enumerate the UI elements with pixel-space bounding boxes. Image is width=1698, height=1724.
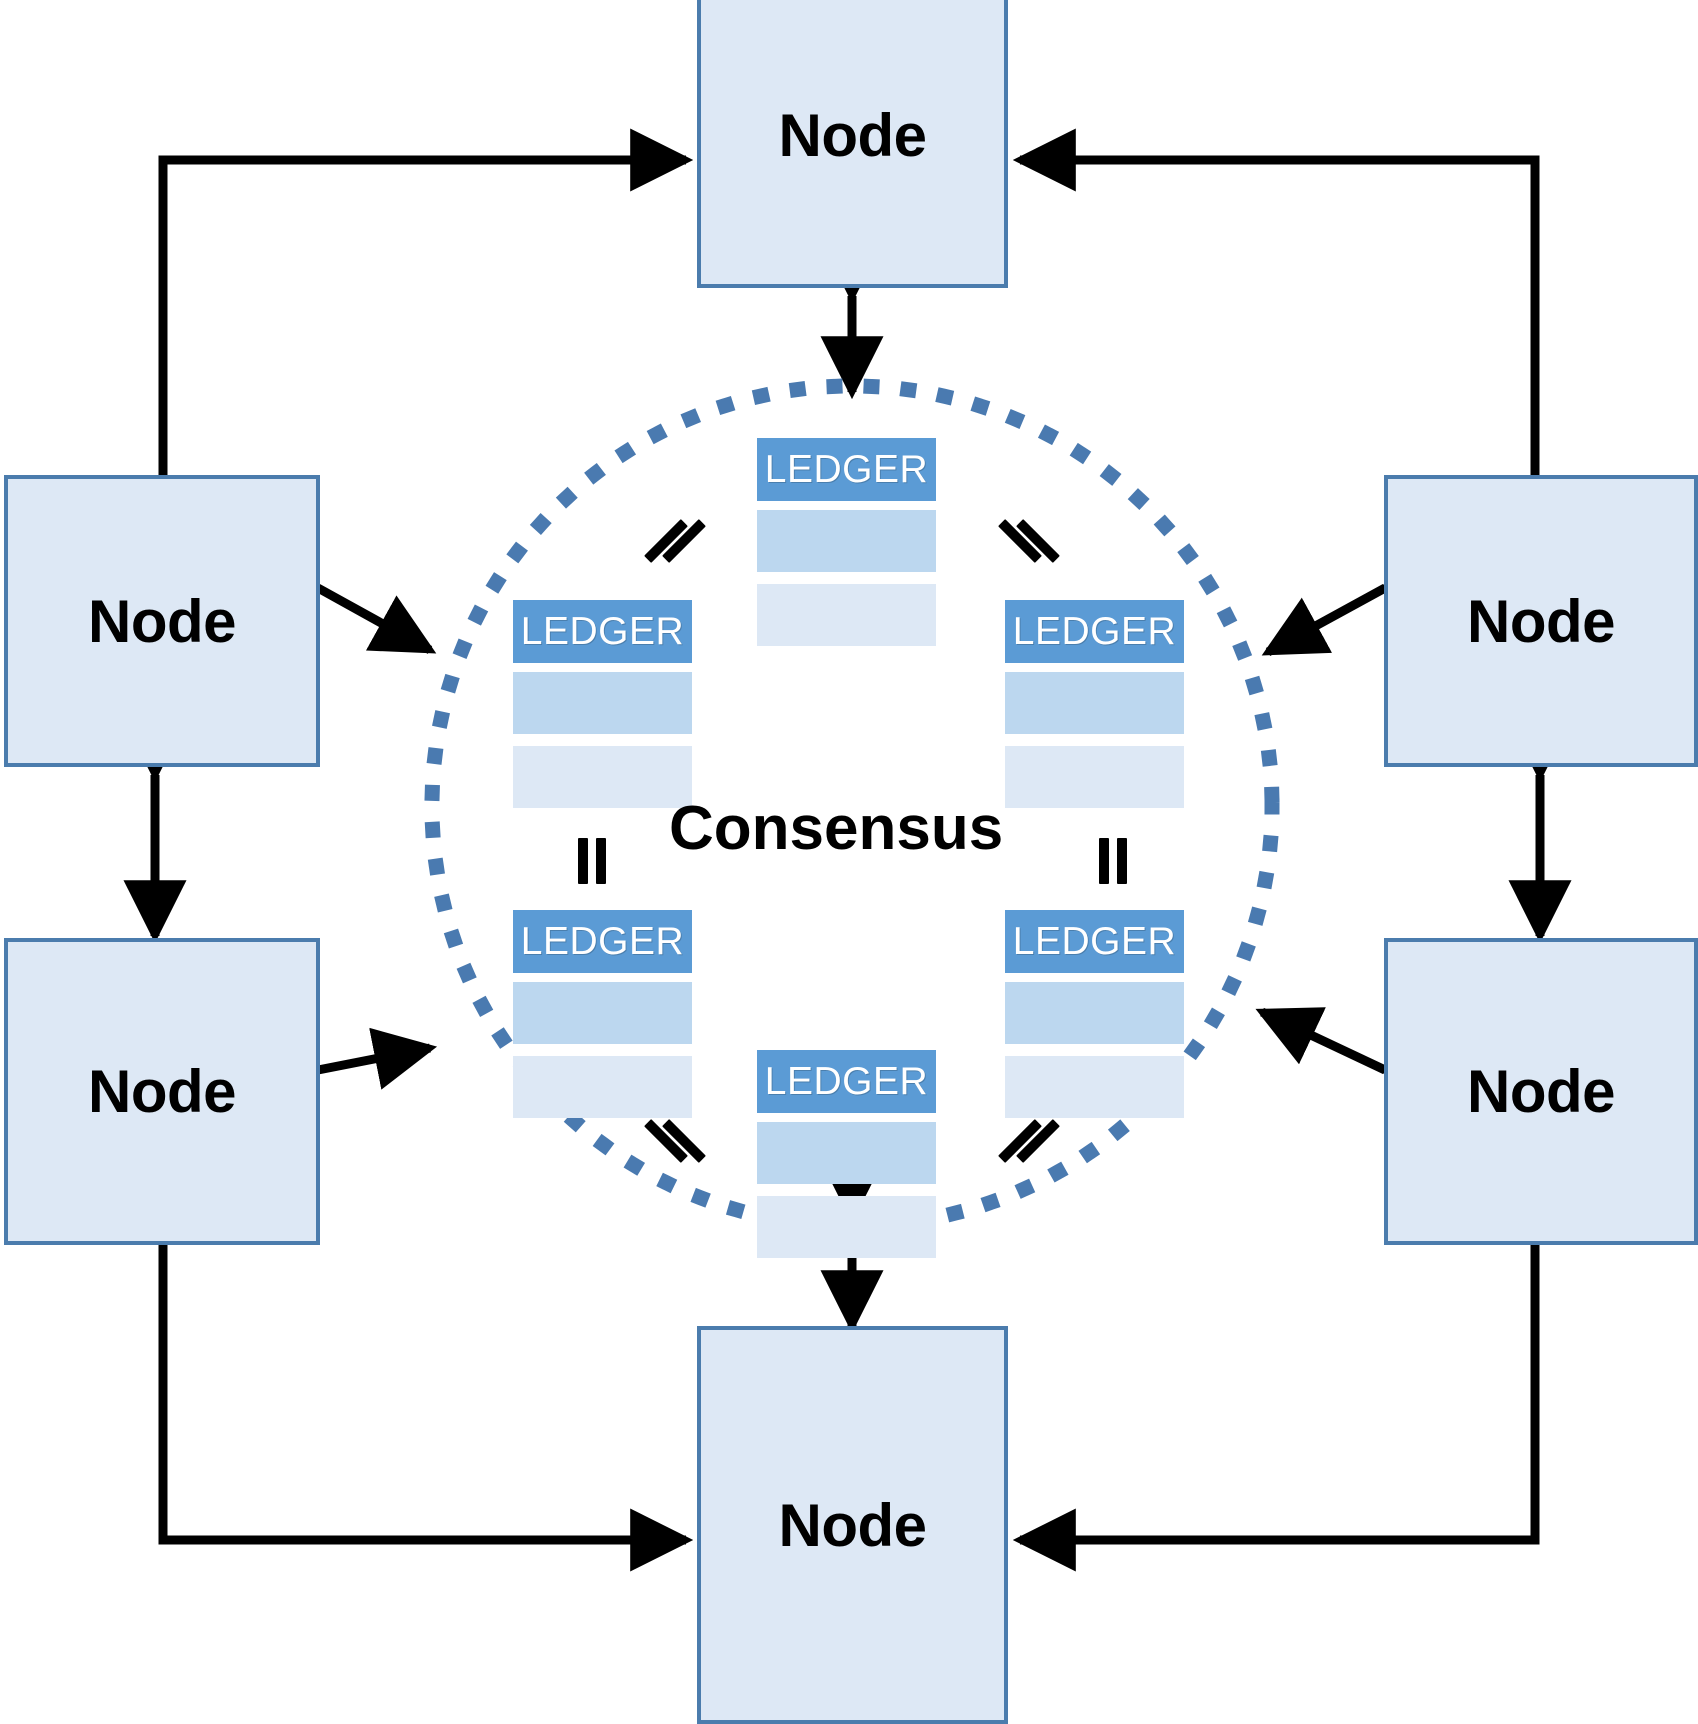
ledger-right-lower-row-2 [1005,1056,1184,1118]
ledger-top[interactable]: LEDGER [757,438,936,646]
conn-left-upper-to-center [253,533,437,654]
conn-left-lower-to-bottom [131,1188,694,1572]
ledger-left-lower-header: LEDGER [513,910,692,973]
ledger-right-upper-header: LEDGER [1005,600,1184,663]
node-top-label: Node [778,101,928,169]
node-bottom-label: Node [778,1491,928,1559]
ledger-right-upper[interactable]: LEDGER [1005,600,1184,808]
ledger-bottom-row-2 [757,1196,936,1258]
ledger-top-row-2 [757,584,936,646]
ledger-left-lower[interactable]: LEDGER [513,910,692,1118]
ledger-left-lower-row-2 [513,1056,692,1118]
ledger-right-upper-row-1 [1005,672,1184,734]
equals-top-left-icon [644,518,706,564]
node-right-lower-label: Node [1467,1058,1616,1125]
ledger-left-upper-row-2 [513,746,692,808]
equals-bottom-left-icon [644,1118,706,1164]
equals-bottom-right-icon [998,1118,1060,1164]
ledger-left-upper-row-1 [513,672,692,734]
node-left-upper-label: Node [88,587,237,655]
node-left-upper[interactable]: Node [4,475,320,767]
equals-mid-right-icon [1092,838,1138,884]
ledger-bottom-header: LEDGER [757,1050,936,1113]
node-bottom[interactable]: Node [697,1326,1008,1724]
node-right-lower[interactable]: Node [1384,938,1698,1245]
node-right-upper-label: Node [1467,587,1616,655]
node-left-lower[interactable]: Node [4,938,320,1245]
ledger-left-upper[interactable]: LEDGER [513,600,692,808]
equals-top-right-icon [998,518,1060,564]
node-right-upper[interactable]: Node [1384,475,1698,767]
ledger-right-lower-row-1 [1005,982,1184,1044]
ledger-left-upper-header: LEDGER [513,600,692,663]
ledger-top-row-1 [757,510,936,572]
node-top[interactable]: Node [697,0,1008,288]
conn-right-lower-to-bottom [1012,1188,1567,1572]
ledger-top-header: LEDGER [757,438,936,501]
equals-mid-left-icon [571,838,617,884]
ledger-right-lower[interactable]: LEDGER [1005,910,1184,1118]
ledger-bottom[interactable]: LEDGER [757,1050,936,1258]
ledger-right-upper-row-2 [1005,746,1184,808]
ledger-right-lower-header: LEDGER [1005,910,1184,973]
conn-right-lower-to-center [1255,1007,1449,1123]
conn-right-upper-to-center [1261,533,1450,656]
consensus-label: Consensus [669,794,1004,863]
ledger-bottom-row-1 [757,1122,936,1184]
conn-left-lower-to-center [257,1027,438,1112]
node-left-lower-label: Node [88,1058,237,1125]
conn-left-upper-to-top [131,128,694,531]
ledger-left-lower-row-1 [513,982,692,1044]
conn-right-upper-to-top [1012,128,1567,531]
